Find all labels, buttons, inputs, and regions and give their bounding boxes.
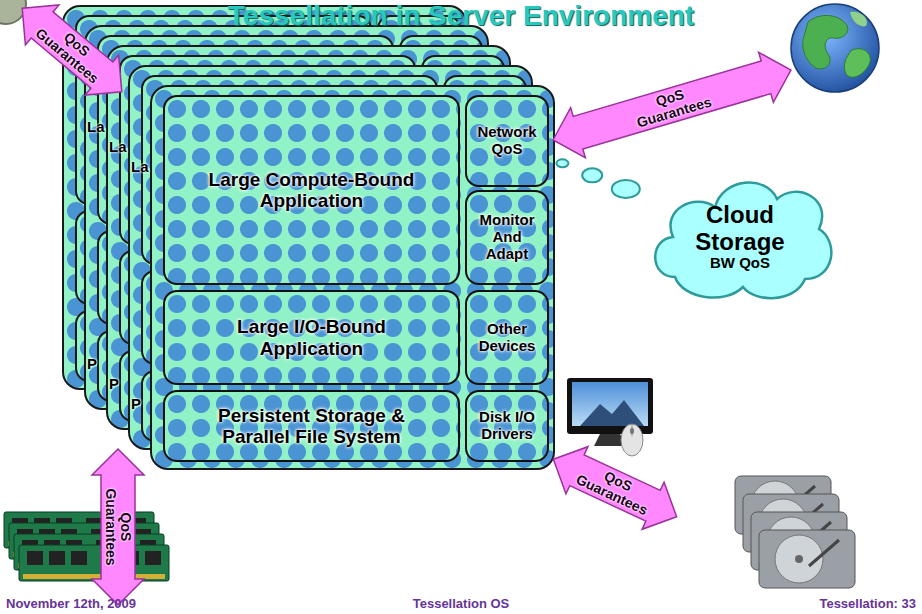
globe [791, 4, 879, 92]
node-text: Disk I/O Drivers [473, 409, 541, 443]
fragment-label: P [87, 355, 97, 372]
service-box: Network QoS [465, 95, 549, 187]
footer-text: Tessellation: 33 [819, 596, 916, 611]
fragment-label: La [109, 138, 127, 155]
double-arrow [92, 449, 144, 605]
footer-text: Tessellation OS [413, 596, 510, 611]
memory-modules [4, 512, 169, 581]
fragment-label: P [109, 375, 119, 392]
application-box: Large I/O-Bound Application [163, 290, 460, 385]
disk-drives [735, 476, 855, 588]
node-text: Large I/O-Bound Application [192, 316, 432, 359]
application-box: Large Compute-Bound Application [163, 95, 460, 285]
node-text: Network QoS [473, 124, 541, 158]
storage-box: Persistent Storage & Parallel File Syste… [163, 390, 460, 462]
slide-title: Tessellation in Server Environment [0, 0, 922, 32]
thought-bubbles [556, 159, 639, 198]
mouse [621, 424, 643, 456]
node-text: Monitor And Adapt [473, 212, 541, 262]
node-text: Cloud Storage [684, 202, 796, 256]
fragment-label: La [87, 118, 105, 135]
service-box: Monitor And Adapt [465, 190, 549, 285]
node-text: Other Devices [473, 321, 541, 355]
node-text: Persistent Storage & Parallel File Syste… [192, 405, 432, 448]
node-text: BW QoS [710, 255, 770, 272]
service-box: Disk I/O Drivers [465, 390, 549, 462]
fragment-label: La [131, 158, 149, 175]
arrow-label: QoS Guarantees [622, 77, 722, 132]
fragment-label: P [131, 395, 141, 412]
arrow-label: QoS Guarantees [103, 479, 132, 575]
cloud-shape: Cloud StorageBW QoS [645, 165, 835, 305]
node-text: Large Compute-Bound Application [192, 169, 432, 212]
arrow-label: QoS Guarantees [565, 454, 664, 521]
double-arrow [546, 45, 799, 165]
service-box: Other Devices [465, 290, 549, 385]
double-arrow [542, 436, 687, 541]
double-arrow [5, 0, 138, 112]
footer-text: November 12th, 2009 [6, 596, 136, 611]
